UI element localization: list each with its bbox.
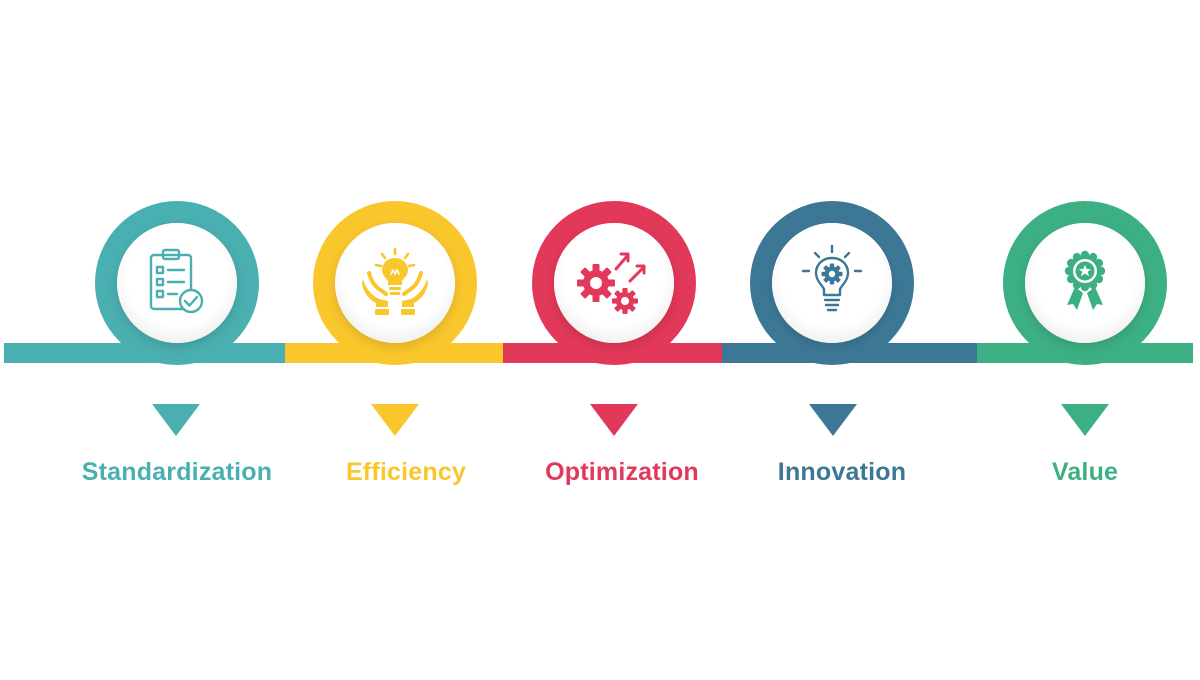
down-arrow-value [1061,404,1109,436]
down-arrow-optimization [590,404,638,436]
gears-arrows-icon [574,243,654,323]
down-arrow-innovation [809,404,857,436]
clipboard-checklist-icon [137,243,217,323]
label-value: Value [1051,458,1119,486]
label-efficiency: Efficiency [345,458,467,486]
label-optimization: Optimization [545,458,699,486]
lightbulb-gear-icon [792,243,872,323]
down-arrow-efficiency [371,404,419,436]
down-arrow-standardization [152,404,200,436]
hands-lightbulb-icon [355,243,435,323]
label-standardization: Standardization [81,458,273,486]
label-innovation: Innovation [777,458,907,486]
award-badge-icon [1045,243,1125,323]
